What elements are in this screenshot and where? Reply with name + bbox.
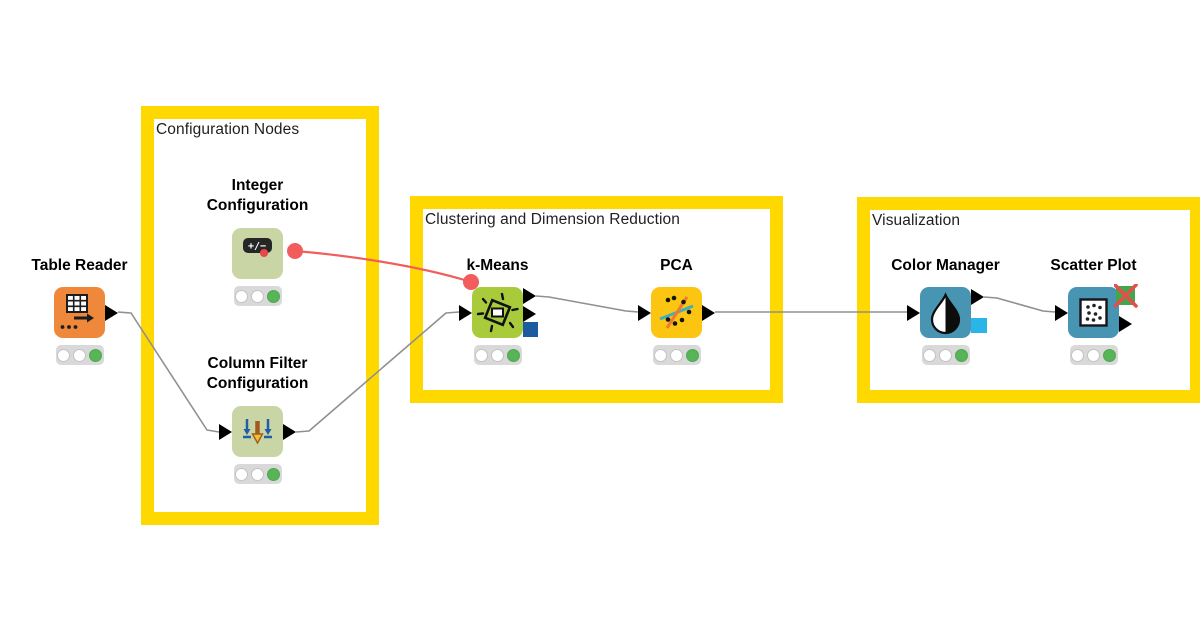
- output-port-data[interactable]: [1119, 316, 1132, 332]
- traffic-light: [921, 345, 970, 365]
- traffic-light: [55, 345, 104, 365]
- input-port-data[interactable]: [459, 304, 472, 321]
- input-port-flow-variable[interactable]: [463, 274, 479, 290]
- traffic-light: [1069, 345, 1118, 365]
- traffic-light-red: [475, 348, 488, 362]
- annotation-title: Configuration Nodes: [156, 121, 300, 138]
- node-label: Scatter Plot: [1050, 257, 1137, 274]
- table-grid-arrow-icon: [60, 294, 94, 329]
- connection-integerconfig-kmeans-flowvariable[interactable]: [294, 249, 469, 283]
- traffic-light-yellow: [670, 348, 683, 362]
- node-body[interactable]: [651, 287, 702, 338]
- traffic-light-red: [1071, 348, 1084, 362]
- connection-colormanager-scatterplot[interactable]: [983, 296, 1056, 313]
- inactive-cross-icon: [1114, 284, 1138, 308]
- connection-tablereader-columnfilter[interactable]: [117, 311, 220, 433]
- node-color-manager[interactable]: Color Manager: [891, 257, 1000, 365]
- traffic-light: [652, 345, 701, 365]
- svg-text:+/−: +/−: [248, 241, 266, 252]
- node-label: Table Reader: [31, 257, 128, 274]
- node-label: PCA: [660, 257, 693, 274]
- node-column-filter-configuration[interactable]: Column Filter Configuration: [207, 355, 308, 484]
- node-integer-configuration[interactable]: Integer Configuration +/−: [207, 177, 308, 306]
- traffic-light-green: [267, 289, 280, 303]
- traffic-light-red: [235, 467, 248, 481]
- traffic-light-yellow: [1087, 348, 1100, 362]
- annotation-visualization[interactable]: Visualization: [857, 197, 1200, 403]
- annotation-title: Visualization: [872, 212, 961, 229]
- output-port-data-2[interactable]: [523, 306, 536, 322]
- output-port-data[interactable]: [971, 289, 984, 305]
- connection-kmeans-pca[interactable]: [535, 295, 639, 313]
- node-table-reader[interactable]: Table Reader: [31, 257, 128, 365]
- output-port-color-model[interactable]: [971, 318, 987, 333]
- traffic-light: [473, 345, 522, 365]
- traffic-light-red: [923, 348, 936, 362]
- output-port-data[interactable]: [702, 304, 715, 321]
- traffic-light-red: [654, 348, 667, 362]
- traffic-light-yellow: [73, 348, 86, 362]
- node-scatter-plot[interactable]: Scatter Plot: [1050, 257, 1138, 365]
- node-k-means[interactable]: k-Means: [459, 257, 538, 365]
- node-label: Integer Configuration: [206, 177, 309, 214]
- traffic-light-green: [955, 348, 968, 362]
- output-port-flow-variable[interactable]: [287, 242, 303, 259]
- traffic-light-red: [57, 348, 70, 362]
- traffic-light-green: [267, 467, 280, 481]
- input-port-data[interactable]: [1055, 304, 1068, 321]
- output-port-data-1[interactable]: [523, 288, 536, 304]
- traffic-light-red: [235, 289, 248, 303]
- traffic-light-yellow: [251, 289, 264, 303]
- output-port-data[interactable]: [283, 423, 296, 440]
- pca-scatter-lines-icon: [659, 295, 694, 329]
- output-port-pmml[interactable]: [523, 322, 538, 337]
- traffic-light: [233, 464, 282, 484]
- color-droplet-icon: [930, 292, 961, 335]
- traffic-light-yellow: [251, 467, 264, 481]
- traffic-light-green: [507, 348, 520, 362]
- node-body[interactable]: [232, 406, 283, 457]
- node-pca[interactable]: PCA: [638, 257, 715, 365]
- input-port-data[interactable]: [219, 423, 232, 440]
- node-body[interactable]: +/−: [232, 228, 283, 279]
- traffic-light-yellow: [491, 348, 504, 362]
- cluster-icon: [476, 292, 519, 333]
- column-filter-arrows-icon: [243, 419, 272, 445]
- traffic-light-green: [1103, 348, 1116, 362]
- node-label: Column Filter Configuration: [206, 355, 309, 392]
- annotation-title: Clustering and Dimension Reduction: [425, 211, 680, 228]
- node-body[interactable]: [1068, 287, 1119, 338]
- connection-columnfilter-kmeans[interactable]: [295, 311, 460, 433]
- output-port-image-inactive[interactable]: [1114, 284, 1138, 308]
- node-label: k-Means: [466, 257, 529, 274]
- input-port-data[interactable]: [907, 304, 920, 321]
- node-body[interactable]: [472, 287, 523, 338]
- scatter-plot-grid-icon: [1079, 298, 1108, 327]
- node-label: Color Manager: [891, 257, 1000, 274]
- traffic-light: [233, 286, 282, 306]
- output-port-data[interactable]: [105, 304, 118, 321]
- traffic-light-yellow: [939, 348, 952, 362]
- node-body[interactable]: [920, 287, 971, 338]
- traffic-light-green: [686, 348, 699, 362]
- input-port-data[interactable]: [638, 304, 651, 321]
- integer-widget-icon: +/−: [243, 238, 272, 257]
- node-body[interactable]: [54, 287, 105, 338]
- traffic-light-green: [89, 348, 102, 362]
